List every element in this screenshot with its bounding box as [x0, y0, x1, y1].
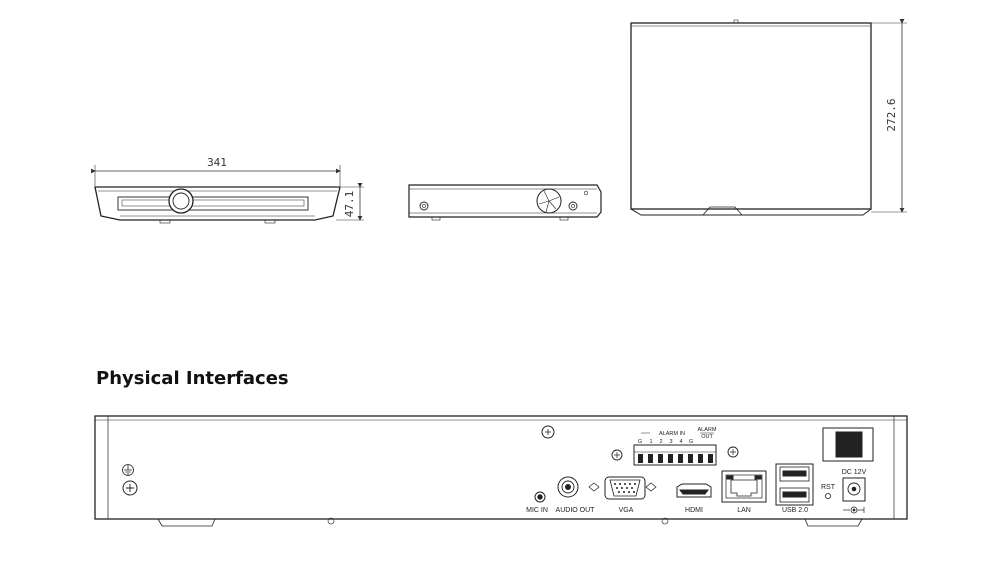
terminal-label: 3	[669, 439, 672, 445]
ground-icon	[122, 464, 134, 476]
terminal-label: 2	[659, 439, 662, 445]
terminal-label: G	[638, 439, 642, 445]
width-dimension-label: 341	[207, 156, 227, 169]
depth-dimension-label: 272.6	[885, 98, 898, 131]
audio-out-jack	[557, 476, 579, 498]
hdmi-port	[676, 483, 712, 498]
audio-out-label: AUDIO OUT	[556, 507, 596, 514]
lan-label: LAN	[737, 507, 751, 514]
height-dimension-label: 47.1	[343, 191, 356, 218]
dc-power-jack	[842, 477, 866, 502]
usb-ports	[775, 463, 814, 506]
side-view	[408, 184, 602, 221]
power-switch	[822, 427, 874, 462]
alarm-in-label: ALARM IN	[659, 431, 685, 437]
terminal-label: 1	[649, 439, 652, 445]
fan-icon	[536, 188, 562, 214]
reset-button	[825, 492, 832, 499]
ground-screw	[122, 480, 138, 496]
vga-port	[588, 476, 657, 500]
terminal-label: G	[689, 439, 693, 445]
rear-panel	[94, 415, 908, 527]
usb-label: USB 2.0	[782, 507, 808, 514]
mic-in-label: MIC IN	[526, 507, 548, 514]
mic-in-jack	[534, 491, 546, 503]
alarm-terminal-block	[633, 432, 717, 466]
top-view	[630, 19, 907, 216]
dc-polarity-icon	[843, 506, 865, 514]
alarm-out-label-line2: OUT	[701, 434, 713, 440]
alarm-out-label-line1: ALARM	[698, 427, 717, 433]
rst-label: RST	[821, 484, 836, 491]
vga-label: VGA	[619, 507, 634, 514]
lan-port	[721, 470, 767, 503]
dc-label: DC 12V	[842, 469, 867, 476]
hdmi-label: HDMI	[685, 507, 703, 514]
terminal-label: 4	[679, 439, 682, 445]
front-view	[91, 165, 364, 224]
section-heading: Physical Interfaces	[96, 368, 289, 389]
